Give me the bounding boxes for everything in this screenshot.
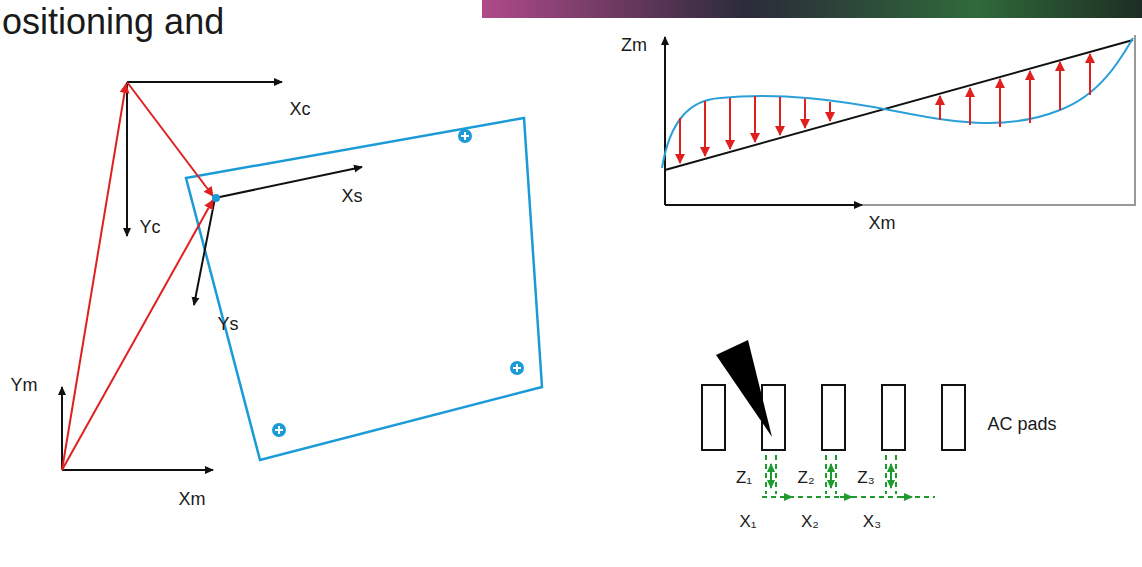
axis-label: Ym bbox=[11, 376, 38, 396]
axis-label: Xs bbox=[341, 187, 362, 207]
axis-label: Xm bbox=[869, 214, 896, 234]
step-label: Z₃ bbox=[857, 469, 874, 488]
background-photo-strip bbox=[482, 0, 1142, 18]
coordinate-frames bbox=[62, 82, 542, 470]
step-label: X₂ bbox=[801, 513, 819, 532]
pad-label: AC pads bbox=[987, 415, 1056, 435]
height-profile-graph bbox=[662, 35, 1135, 205]
axis-label: Yc bbox=[139, 218, 160, 238]
fiducial-marks bbox=[272, 129, 524, 437]
axis-label: Ys bbox=[217, 315, 238, 335]
step-label: X₁ bbox=[739, 513, 756, 532]
step-label: X₃ bbox=[863, 513, 881, 532]
axis-label: Zm bbox=[621, 36, 647, 56]
axis-label: Xm bbox=[179, 490, 206, 510]
rotated-substrate bbox=[186, 118, 542, 460]
probe-needle bbox=[716, 340, 772, 437]
step-label: Z₁ bbox=[736, 469, 752, 488]
slide-title: ositioning and bbox=[2, 2, 224, 42]
axis-label: Xc bbox=[289, 100, 310, 120]
probe-on-pads bbox=[702, 340, 965, 497]
step-label: Z₂ bbox=[798, 469, 815, 488]
